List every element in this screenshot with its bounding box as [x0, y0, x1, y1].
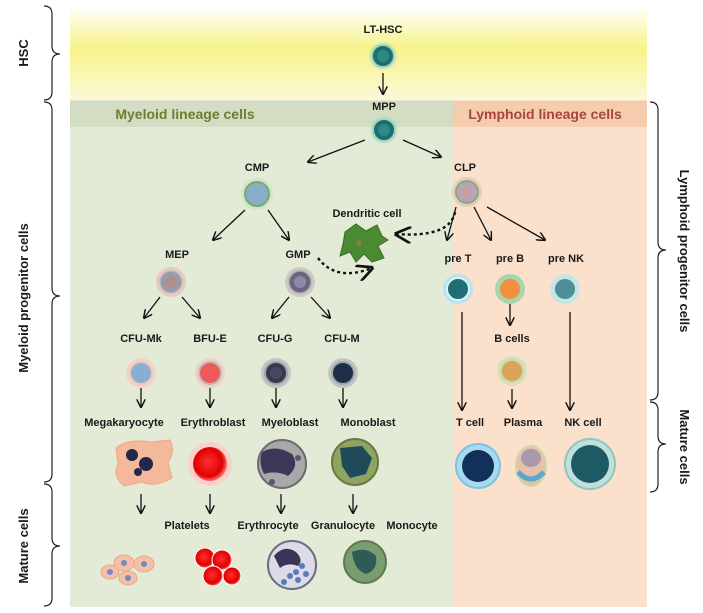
cfu-m-cell — [328, 358, 358, 388]
cfu-mk-cell — [126, 358, 156, 388]
pre-t-cell — [443, 274, 473, 304]
monocyte-label: Monocyte — [386, 520, 437, 532]
bfu-e-label: BFU-E — [193, 333, 227, 345]
mature-left-bracket — [43, 483, 61, 607]
b-cells-cell — [497, 356, 527, 386]
mature-cells-right-label: Mature cells — [677, 409, 692, 484]
cfu-g-cell — [261, 358, 291, 388]
megakaryocyte-cell — [115, 439, 174, 487]
monoblast-cell — [331, 438, 379, 486]
cfu-g-label: CFU-G — [258, 333, 293, 345]
mature-right-bracket — [649, 401, 667, 493]
t-cell — [455, 443, 501, 489]
cfu-mk-label: CFU-Mk — [120, 333, 162, 345]
erythroblast-label: Erythroblast — [181, 417, 246, 429]
pre-b-label: pre B — [496, 253, 524, 265]
megakaryocyte-label: Megakaryocyte — [84, 417, 164, 429]
clp-label: CLP — [454, 162, 476, 174]
lymphoid-lineage-heading: Lymphoid lineage cells — [468, 106, 622, 122]
nk-cell — [564, 438, 616, 490]
nk-cell-label: NK cell — [564, 417, 601, 429]
b-cells-label: B cells — [494, 333, 529, 345]
platelets-label: Platelets — [164, 520, 209, 532]
monoblast-label: Monoblast — [341, 417, 396, 429]
plasma-label: Plasma — [504, 417, 543, 429]
erythrocyte-cells — [194, 547, 242, 587]
erythroblast-cell — [188, 442, 232, 486]
gmp-label: GMP — [285, 249, 310, 261]
cmp-label: CMP — [245, 162, 269, 174]
monocyte-cell — [343, 540, 387, 584]
granulocyte-cell — [267, 540, 317, 590]
dendritic-cell-shape — [339, 223, 389, 263]
mpp-label: MPP — [372, 101, 396, 113]
mature-cells-left-label: Mature cells — [16, 508, 31, 583]
erythrocyte-label: Erythrocyte — [237, 520, 298, 532]
t-cell-label: T cell — [456, 417, 484, 429]
hsc-band — [70, 6, 647, 100]
mpp-cell — [369, 115, 399, 145]
lt-hsc-label: LT-HSC — [364, 24, 403, 36]
gmp-cell — [285, 267, 315, 297]
lineage-arrows — [141, 73, 570, 513]
clp-cell — [452, 177, 482, 207]
pre-nk-cell — [550, 274, 580, 304]
hsc-bracket — [43, 5, 61, 101]
dendritic-cell-label: Dendritic cell — [332, 208, 401, 220]
platelets-cells — [100, 554, 155, 586]
myeloblast-label: Myeloblast — [262, 417, 319, 429]
pre-t-label: pre T — [445, 253, 472, 265]
myeloblast-cell — [257, 439, 307, 489]
myeloid-progenitor-label: Myeloid progenitor cells — [16, 223, 31, 373]
mep-cell — [156, 267, 186, 297]
cmp-cell — [241, 178, 273, 210]
mep-label: MEP — [165, 249, 189, 261]
pre-b-cell — [495, 274, 525, 304]
cfu-m-label: CFU-M — [324, 333, 359, 345]
lymphoid-region — [453, 100, 647, 607]
myeloid-lineage-heading: Myeloid lineage cells — [115, 106, 254, 122]
lt-hsc-cell — [368, 41, 398, 71]
bfu-e-cell — [195, 358, 225, 388]
hsc-label: HSC — [16, 39, 31, 67]
plasma-cell — [515, 445, 547, 487]
lymphoid-progenitor-bracket — [649, 101, 667, 401]
pre-nk-label: pre NK — [548, 253, 584, 265]
lymphoid-heading-bar — [453, 101, 647, 127]
myeloid-progenitor-bracket — [43, 101, 61, 483]
lymphoid-progenitor-label: Lymphoid progenitor cells — [677, 170, 692, 333]
granulocyte-label: Granulocyte — [311, 520, 375, 532]
dendritic-dotted-arrows — [317, 211, 457, 273]
